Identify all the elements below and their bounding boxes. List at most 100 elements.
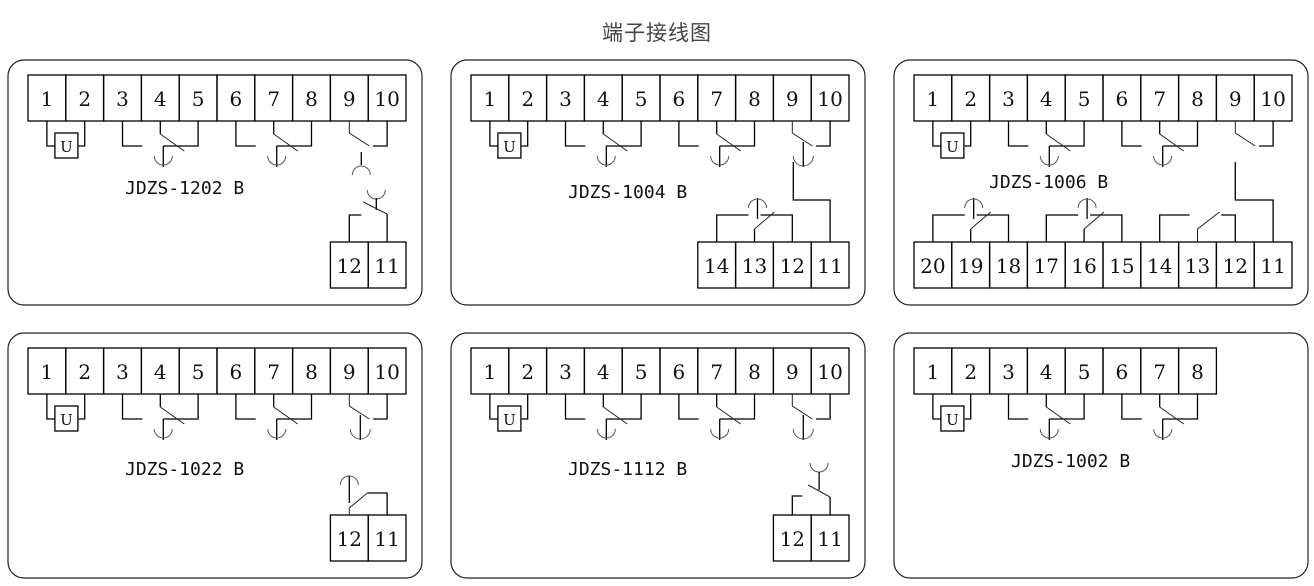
terminal-number: 20 <box>920 254 945 278</box>
terminal-number: 10 <box>1260 87 1285 111</box>
switch-blade <box>273 406 298 425</box>
contact-wire <box>816 394 831 420</box>
terminal-number: 1 <box>484 360 497 384</box>
coil-label: U <box>60 138 73 156</box>
terminal-number: 3 <box>1002 360 1015 384</box>
terminal-number: 1 <box>927 87 940 111</box>
diagram-title: 端子接线图 <box>602 21 712 45</box>
contact-wire <box>606 394 642 420</box>
contact-wire <box>276 121 313 147</box>
terminal-number: 8 <box>305 360 318 384</box>
contact-wire <box>373 121 388 147</box>
coil-label: U <box>60 411 73 429</box>
actuator-arc <box>792 155 814 167</box>
contact-wire <box>235 394 256 420</box>
coil-wire <box>932 121 941 147</box>
coil-wire <box>964 394 972 420</box>
terminal-number: 12 <box>780 527 805 551</box>
coil-wire <box>964 121 972 147</box>
terminal-number: 7 <box>267 360 280 384</box>
coil-wire <box>521 121 529 147</box>
contact-wire <box>932 214 965 242</box>
terminal-number: 10 <box>817 87 842 111</box>
terminal-number: 13 <box>742 254 767 278</box>
terminal-number: 2 <box>78 87 91 111</box>
actuator-arc <box>748 198 767 209</box>
terminal-number: 10 <box>817 360 842 384</box>
terminal-number: 9 <box>786 87 799 111</box>
actuator-arc <box>1039 428 1059 439</box>
coil-wire <box>521 394 529 420</box>
switch-blade <box>791 121 813 147</box>
actuator-arc <box>809 462 829 473</box>
contact-wire <box>791 495 803 515</box>
contact-wire <box>1121 394 1142 420</box>
terminal-number: 9 <box>343 87 356 111</box>
switch-blade <box>716 406 741 425</box>
switch-blade <box>1159 133 1184 152</box>
terminal-number: 12 <box>337 527 362 551</box>
terminal-number: 5 <box>635 360 648 384</box>
switch-blade <box>1046 406 1071 425</box>
actuator-arc <box>1153 428 1173 439</box>
contact-wire <box>1090 214 1123 242</box>
terminal-number: 15 <box>1109 254 1134 278</box>
terminal-number: 3 <box>559 87 572 111</box>
contact-wire <box>373 394 388 420</box>
actuator-arc <box>596 155 616 166</box>
terminal-number: 11 <box>374 254 399 278</box>
terminal-number: 6 <box>673 360 686 384</box>
link-wire <box>1234 162 1274 242</box>
terminal-number: 4 <box>1040 360 1053 384</box>
terminal-number: 6 <box>673 87 686 111</box>
panel-frame <box>893 59 1309 306</box>
terminal-number: 12 <box>1223 254 1248 278</box>
switch-blade <box>754 211 775 230</box>
actuator-arc <box>351 165 371 176</box>
coil-wire <box>932 394 941 420</box>
coil-wire <box>78 394 86 420</box>
contact-wire <box>678 394 699 420</box>
contact-wire <box>1045 214 1079 242</box>
terminal-number: 11 <box>817 254 842 278</box>
switch-blade <box>1234 121 1256 147</box>
switch-blade <box>716 133 741 152</box>
contact-wire <box>816 121 831 147</box>
switch-blade <box>1197 211 1220 242</box>
terminal-number: 18 <box>996 254 1021 278</box>
terminal-number: 8 <box>1191 360 1204 384</box>
coil-box <box>940 405 965 432</box>
terminal-number: 8 <box>748 360 761 384</box>
terminal-number: 3 <box>559 360 572 384</box>
terminal-number: 7 <box>1153 87 1166 111</box>
switch-blade <box>160 133 185 152</box>
contact-wire <box>121 121 143 147</box>
coil-box <box>497 405 522 432</box>
contact-wire <box>564 121 586 147</box>
terminal-number: 7 <box>267 87 280 111</box>
panel-frame <box>893 332 1309 579</box>
actuator-arc <box>366 189 386 200</box>
terminal-number: 2 <box>78 360 91 384</box>
panel-frame <box>7 59 423 306</box>
coil-wire <box>78 121 86 147</box>
contact-wire <box>367 492 388 515</box>
terminal-number: 4 <box>597 87 610 111</box>
model-label: JDZS-1006 B <box>989 172 1108 193</box>
terminal-number: 11 <box>817 527 842 551</box>
terminal-number: 5 <box>192 360 205 384</box>
panel-frame <box>450 59 866 306</box>
terminal-number: 2 <box>521 360 534 384</box>
terminal-number: 11 <box>1260 254 1285 278</box>
terminal-number: 6 <box>230 360 243 384</box>
terminal-number: 17 <box>1034 254 1059 278</box>
coil-wire <box>489 394 498 420</box>
terminal-number: 6 <box>1116 360 1129 384</box>
terminal-number: 1 <box>41 87 54 111</box>
terminal-number: 3 <box>116 360 129 384</box>
contact-wire <box>1221 214 1236 242</box>
contact-wire <box>121 394 143 420</box>
